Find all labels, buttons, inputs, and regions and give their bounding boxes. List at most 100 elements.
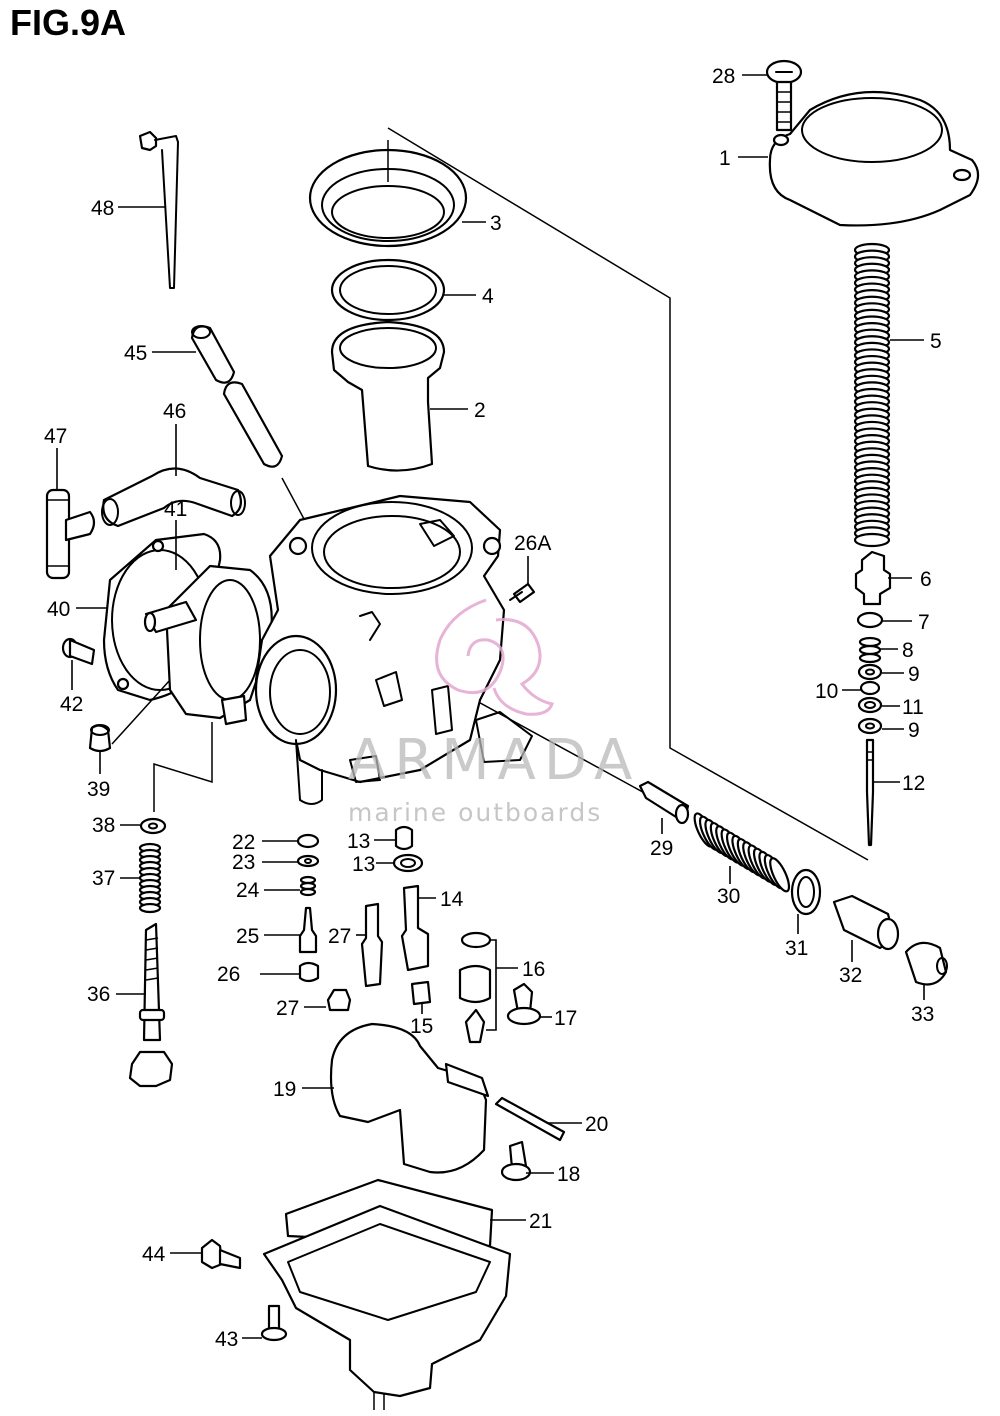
part-29-plug bbox=[326, 988, 352, 1012]
part-38-washer bbox=[139, 817, 167, 835]
callout-45: 45 bbox=[124, 342, 147, 365]
part-21-float-pin bbox=[494, 1096, 566, 1142]
part-26a-seat bbox=[298, 961, 320, 983]
callout-16: 15 bbox=[410, 1015, 433, 1038]
part-19-screw bbox=[500, 1140, 532, 1182]
callout-21: 20 bbox=[585, 1113, 608, 1136]
callout-47: 47 bbox=[44, 425, 67, 448]
part-28-fitting bbox=[509, 582, 536, 604]
callout-26a: 26 bbox=[217, 963, 240, 986]
part-11-seat bbox=[857, 696, 883, 714]
part-31-plunger bbox=[638, 780, 690, 825]
callout-7: 7 bbox=[918, 611, 930, 634]
callout-40: 40 bbox=[47, 598, 70, 621]
callout-35: 33 bbox=[911, 1003, 934, 1026]
part-13-jet bbox=[394, 825, 414, 851]
part-39-plug bbox=[88, 724, 112, 753]
left-bracket-line bbox=[153, 722, 213, 812]
callout-42: 42 bbox=[60, 693, 83, 716]
part-37-spring bbox=[138, 842, 162, 914]
callout-1: 1 bbox=[719, 147, 731, 170]
part-7-ring bbox=[856, 611, 884, 629]
callout-5: 5 bbox=[930, 330, 942, 353]
callout-37: 37 bbox=[92, 867, 115, 890]
part-35-cap bbox=[904, 941, 948, 986]
callout-9-lower: 9 bbox=[908, 719, 920, 742]
watermark-subtitle: marine outboards bbox=[348, 798, 603, 827]
callout-22: 21 bbox=[529, 1210, 552, 1233]
part-25-spring bbox=[299, 875, 317, 897]
callout-15: 14 bbox=[440, 888, 464, 911]
assembly-bracket-line bbox=[387, 127, 869, 861]
callout-27-text: 27 bbox=[328, 925, 351, 948]
callout-14: 13 bbox=[352, 853, 375, 876]
callout-20: 19 bbox=[273, 1078, 296, 1101]
part-27-jet bbox=[360, 902, 384, 988]
callout-38: 38 bbox=[92, 814, 115, 837]
part-4-o-ring bbox=[330, 258, 446, 322]
callout-4: 4 bbox=[482, 285, 494, 308]
leader-39-part bbox=[111, 679, 171, 745]
callout-41: 41 bbox=[164, 498, 187, 521]
part-9-washer-upper bbox=[857, 663, 883, 681]
part-32-spring bbox=[693, 812, 791, 893]
callout-2: 2 bbox=[474, 399, 486, 422]
part-48-rod bbox=[138, 130, 179, 289]
callout-25: 24 bbox=[236, 879, 260, 902]
part-34-nut bbox=[832, 894, 900, 951]
callout-33: 31 bbox=[785, 937, 808, 960]
figure-title: FIG.9A bbox=[10, 2, 127, 43]
carburetor-body bbox=[254, 494, 533, 805]
callout-26: 25 bbox=[236, 925, 259, 948]
part-16-jet bbox=[410, 980, 432, 1006]
callout-6: 6 bbox=[920, 568, 932, 591]
callout-17: 16 bbox=[522, 958, 545, 981]
part-9-washer-lower bbox=[857, 717, 883, 735]
watermark-logo-swirl bbox=[435, 598, 505, 695]
part-5-spring bbox=[853, 242, 891, 548]
part-3-diaphragm bbox=[308, 140, 468, 248]
callout-13-text: 13 bbox=[347, 830, 370, 853]
part-18-screw bbox=[506, 982, 542, 1026]
callout-8: 8 bbox=[902, 639, 914, 662]
part-46-elbow-hose bbox=[101, 467, 246, 528]
callout-30: 28 bbox=[712, 65, 735, 88]
callout-10: 10 bbox=[815, 680, 838, 703]
callout-24: 23 bbox=[232, 851, 255, 874]
part-14-o-ring bbox=[392, 853, 424, 873]
callout-34: 32 bbox=[839, 964, 862, 987]
part-20-float bbox=[329, 1022, 490, 1174]
callout-48: 48 bbox=[91, 197, 114, 220]
callout-28: 26A bbox=[514, 532, 551, 555]
part-47-t-fitting bbox=[45, 488, 96, 580]
part-43-screw bbox=[260, 1304, 288, 1342]
callout-23: 22 bbox=[232, 831, 255, 854]
callout-18: 17 bbox=[554, 1007, 577, 1030]
callout-9-upper: 9 bbox=[908, 663, 920, 686]
callout-46: 46 bbox=[163, 400, 186, 423]
callout-3: 3 bbox=[490, 212, 502, 235]
callout-11: 11 bbox=[902, 696, 924, 719]
callout-29: 27 bbox=[276, 997, 299, 1020]
part-12-jet-needle bbox=[865, 738, 875, 847]
watermark-logo bbox=[435, 598, 554, 716]
callout-32: 30 bbox=[717, 885, 740, 908]
part-15-needle-jet bbox=[400, 884, 430, 972]
watermark-word: ARMADA bbox=[348, 728, 641, 793]
part-26-needle bbox=[298, 906, 318, 954]
part-44-drain-screw bbox=[200, 1238, 242, 1270]
part-8-small-spring bbox=[858, 636, 882, 664]
part-17-set bbox=[458, 931, 497, 1044]
part-10-clip bbox=[859, 680, 881, 696]
callout-43: 43 bbox=[215, 1328, 238, 1351]
part-36-pilot-screw bbox=[128, 922, 174, 1088]
part-24-washer bbox=[296, 854, 320, 868]
part-41-intake-flange bbox=[143, 564, 273, 726]
part-6-needle-holder bbox=[854, 550, 892, 606]
callout-39: 39 bbox=[87, 778, 110, 801]
callout-19: 18 bbox=[557, 1163, 580, 1186]
callout-44: 44 bbox=[142, 1243, 166, 1266]
callout-31: 29 bbox=[650, 837, 673, 860]
part-33-o-ring bbox=[790, 868, 822, 916]
